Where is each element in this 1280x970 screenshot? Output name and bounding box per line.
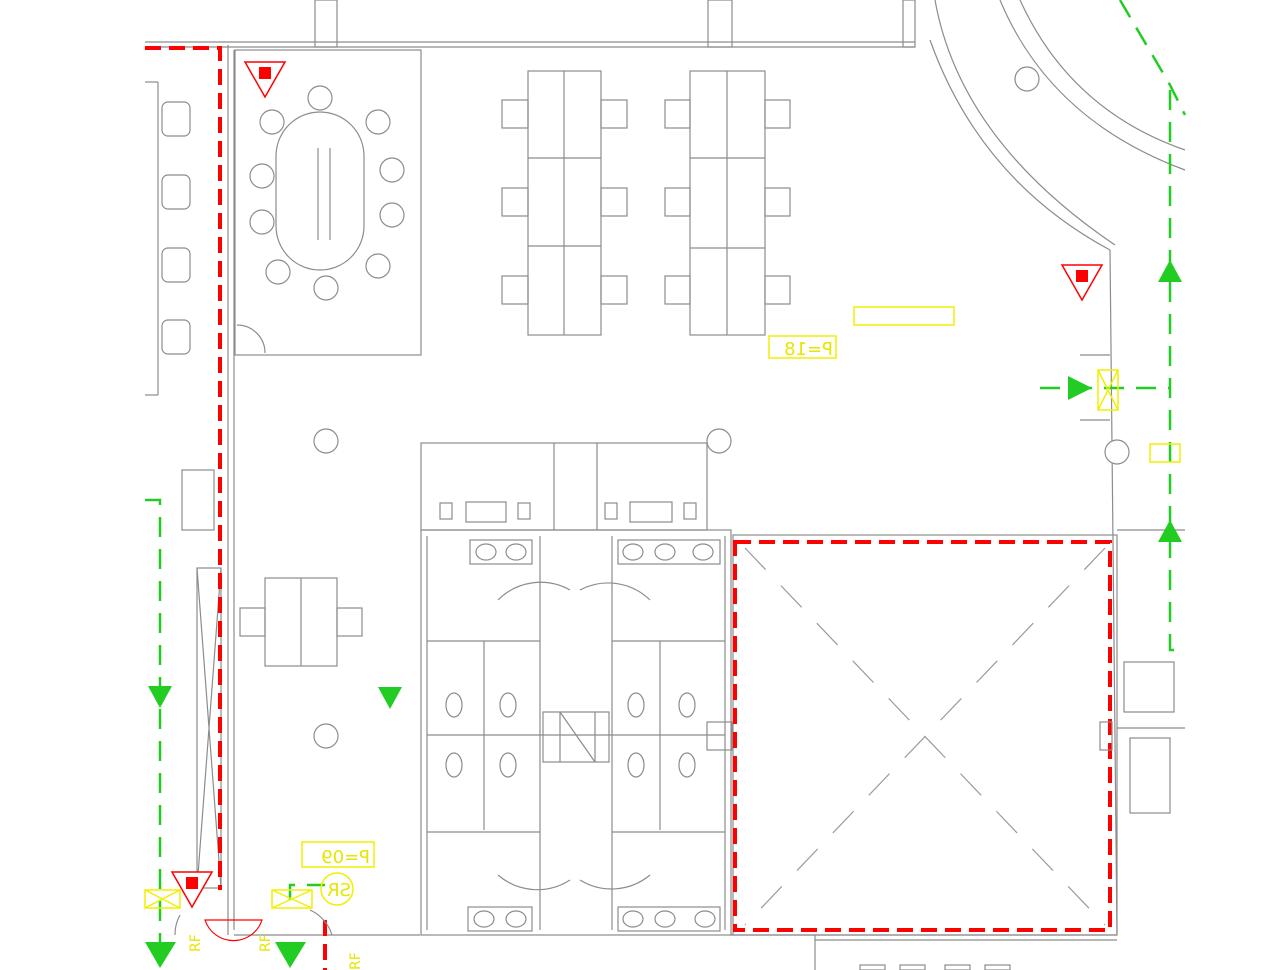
chairs — [249, 85, 405, 301]
exterior-wall — [145, 0, 1185, 936]
curved-wall — [929, 0, 1186, 465]
meeting-room — [234, 49, 422, 356]
occupancy-label-office: P=18 — [784, 339, 833, 360]
columns — [313, 428, 732, 749]
sinks — [467, 539, 721, 932]
workstations — [239, 70, 791, 667]
rf-label: RF — [188, 934, 204, 952]
annotations: P=18 P=09 SR RF RF RF — [188, 306, 955, 970]
rf-label: RF — [258, 934, 274, 952]
sr-label: SR — [327, 880, 351, 901]
egress-routes — [145, 0, 1187, 960]
fire-rated-enclosure — [733, 540, 1112, 932]
fire-rated-wall — [145, 46, 222, 890]
toilets — [445, 692, 696, 778]
restroom-core — [420, 442, 732, 936]
occupancy-label-lobby: P=09 — [321, 847, 370, 868]
left-offices — [145, 81, 222, 889]
open-shaft — [732, 534, 1118, 936]
egress-arrow-icon — [145, 260, 1182, 968]
right-rooms — [706, 661, 1175, 970]
rf-label: RF — [348, 952, 364, 970]
fire-extinguisher-triangle-icon — [170, 61, 1104, 909]
door-swing-icon — [144, 354, 1181, 942]
